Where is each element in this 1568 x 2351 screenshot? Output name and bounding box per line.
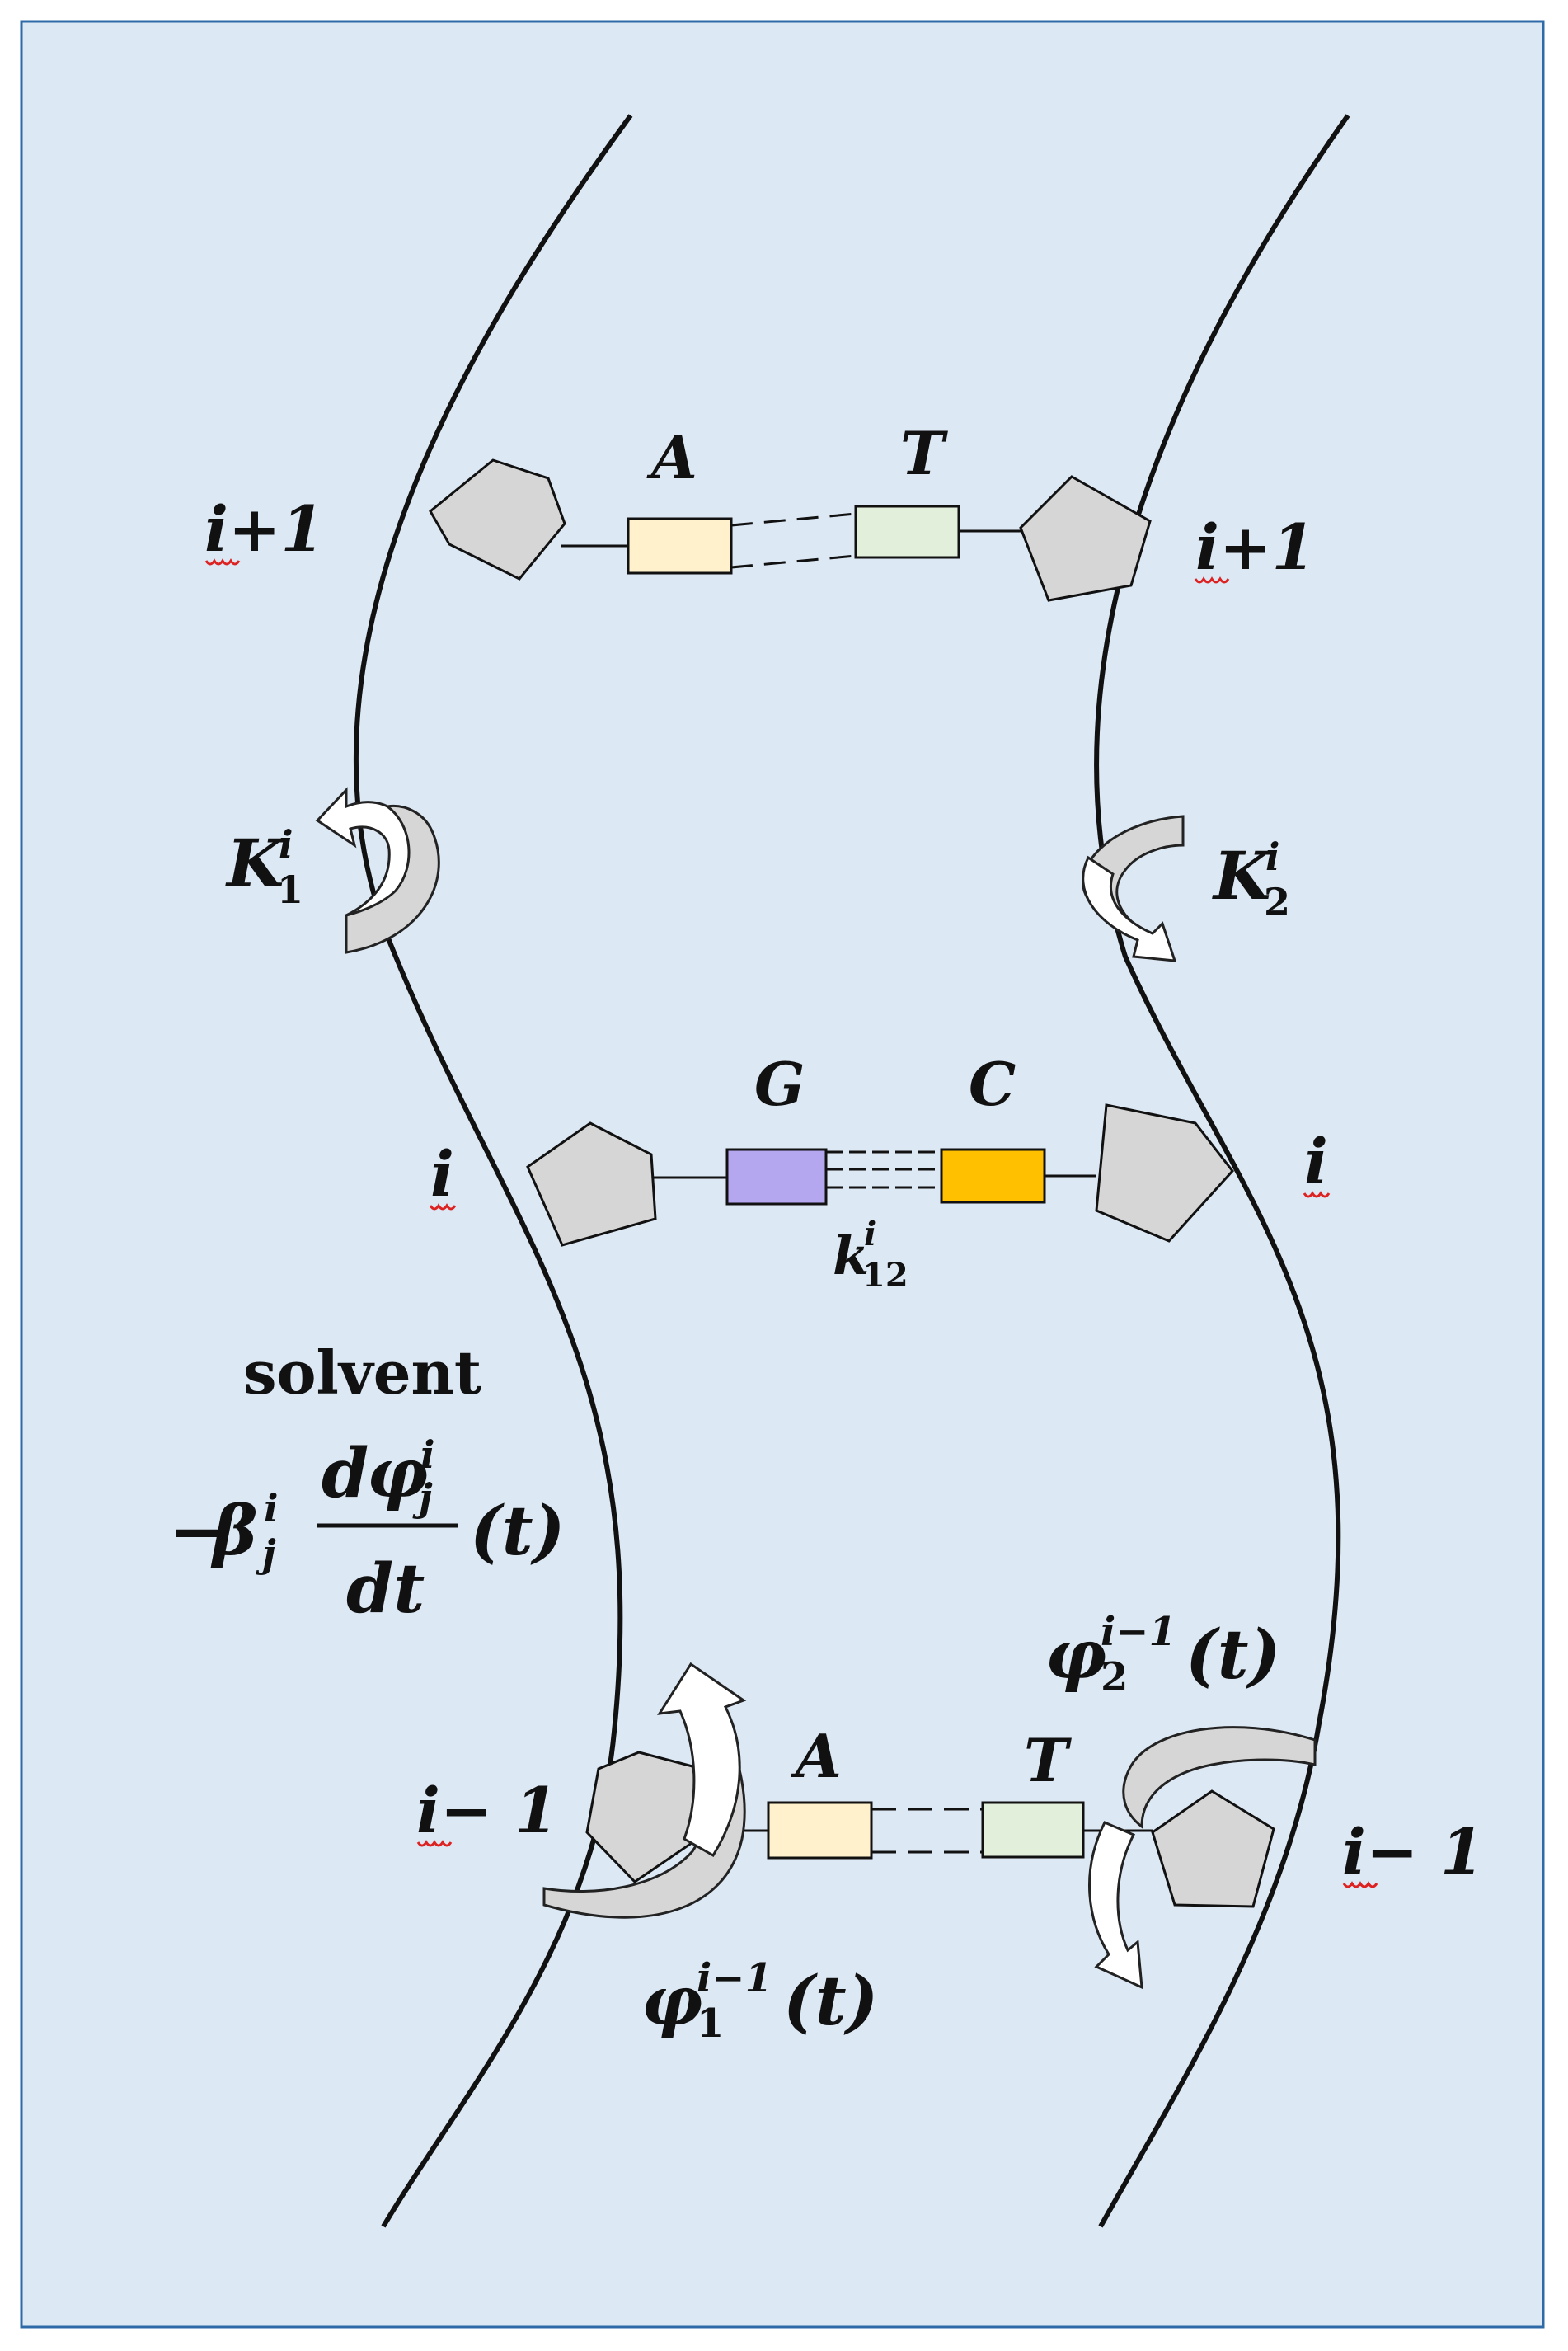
- spellcheck-underline: [204, 558, 241, 566]
- svg-text:−: −: [169, 1492, 226, 1571]
- spellcheck-underline: [416, 1840, 453, 1847]
- stiffness-label-K1: K i 1: [225, 822, 303, 912]
- right-strand: [1094, 114, 1350, 2228]
- curved-rotation-arrow-icon: [1082, 815, 1185, 962]
- svg-text:12: 12: [862, 1256, 908, 1295]
- curved-rotation-arrow-icon: [542, 1662, 747, 1919]
- angle-label-phi1: φ i−1 1 (t): [641, 1955, 878, 2047]
- svg-text:(t): (t): [1185, 1615, 1280, 1695]
- base-label-T-lower: T: [1024, 1725, 1072, 1795]
- svg-text:(t): (t): [470, 1492, 565, 1571]
- base-label-C-middle: C: [969, 1049, 1016, 1119]
- pentagon-icon: [1019, 475, 1152, 602]
- site-index-upper-right: i+1: [1195, 510, 1315, 584]
- svg-text:φ: φ: [367, 1434, 428, 1513]
- svg-text:β: β: [210, 1492, 257, 1571]
- svg-text:k: k: [833, 1225, 869, 1287]
- svg-text:1: 1: [277, 868, 303, 912]
- site-index-lower-right: i− 1: [1342, 1815, 1484, 1888]
- coupling-constant-label: k i 12: [833, 1215, 908, 1295]
- spellcheck-underline: [1194, 576, 1230, 584]
- pentagon-icon: [429, 458, 566, 581]
- base-pair-upper: [429, 458, 1152, 602]
- curved-rotation-arrow-icon: [1088, 1726, 1317, 1990]
- svg-text:d: d: [322, 1434, 369, 1513]
- pentagon-icon: [526, 1121, 657, 1247]
- base-C-middle: [940, 1148, 1046, 1204]
- site-index-middle-left: i: [430, 1137, 454, 1211]
- svg-text:K: K: [1212, 837, 1274, 915]
- base-A-upper: [627, 517, 733, 575]
- damping-term: − β i j d φ i j dt (t): [169, 1432, 565, 1629]
- site-index-middle-right: i: [1304, 1125, 1328, 1198]
- base-G-middle: [725, 1148, 828, 1206]
- base-label-A-lower: A: [791, 1721, 842, 1791]
- spellcheck-underline: [1342, 1881, 1378, 1888]
- base-T-lower: [981, 1801, 1085, 1859]
- svg-text:dt: dt: [346, 1549, 425, 1629]
- base-label-A-upper: A: [646, 422, 697, 492]
- site-index-upper-left: i+1: [204, 492, 324, 566]
- svg-text:i−1: i−1: [1101, 1609, 1176, 1655]
- svg-text:2: 2: [1101, 1654, 1128, 1700]
- left-strand: [353, 114, 633, 2228]
- svg-text:1: 1: [697, 2001, 724, 2047]
- base-pair-middle: [526, 1103, 1234, 1247]
- svg-text:(t): (t): [783, 1962, 878, 2041]
- svg-text:K: K: [225, 825, 287, 902]
- svg-text:φ: φ: [641, 1962, 702, 2041]
- angle-label-phi2: φ i−1 2 (t): [1045, 1609, 1280, 1700]
- svg-text:φ: φ: [1045, 1615, 1106, 1695]
- svg-text:i: i: [264, 1486, 278, 1531]
- pentagon-icon: [1095, 1103, 1234, 1243]
- base-T-upper: [854, 505, 960, 559]
- curved-rotation-arrow-icon: [315, 787, 440, 954]
- svg-text:i: i: [1265, 835, 1279, 879]
- base-label-G-middle: G: [754, 1049, 805, 1119]
- solvent-label: solvent: [243, 1338, 481, 1408]
- svg-text:2: 2: [1264, 880, 1290, 924]
- pentagon-icon: [1151, 1789, 1275, 1908]
- base-label-T-upper: T: [900, 418, 948, 488]
- svg-text:i: i: [420, 1432, 434, 1477]
- spellcheck-underline: [1303, 1191, 1331, 1198]
- spellcheck-underline: [429, 1203, 457, 1211]
- base-A-lower: [767, 1801, 873, 1860]
- base-pair-lower: [585, 1751, 1275, 1908]
- stiffness-label-K2: K i 2: [1212, 835, 1290, 924]
- svg-text:i: i: [864, 1215, 876, 1253]
- svg-text:i: i: [279, 822, 293, 867]
- site-index-lower-left: i− 1: [416, 1774, 558, 1847]
- svg-text:i−1: i−1: [697, 1955, 772, 2001]
